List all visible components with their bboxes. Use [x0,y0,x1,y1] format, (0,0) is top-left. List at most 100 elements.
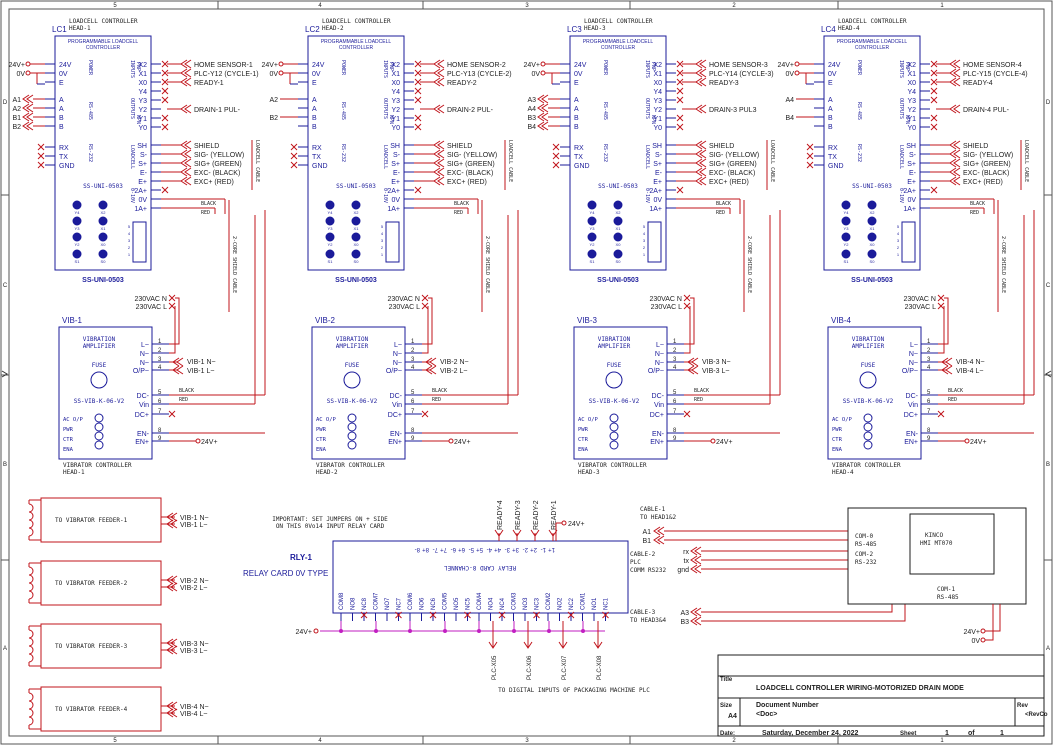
relay-name: RELAY CARD 0V TYPE [243,569,328,578]
no-connect-mark [937,410,945,418]
vibration-amplifier-2: VIB-2VIBRATIONAMPLIFIERFUSESS-VIB-K-06-V… [311,210,519,476]
no-connect-mark [806,152,814,160]
port-arrow [695,77,703,87]
relay-input: READY-1 [551,500,558,530]
led-label: S0 [616,259,622,264]
zone-number-bottom: 5 [113,738,117,744]
doc-value: <Doc> [756,711,777,718]
zone-number-top: 3 [525,3,529,9]
relay-supply: 24V+ [295,629,312,636]
relay-top-pin: 4+ [494,546,501,552]
port-arrow [687,357,695,367]
port-arrow [184,77,192,87]
pin-label: S- [393,152,401,159]
wire-color: BLACK [201,201,216,207]
vertical-label: POWER [87,60,93,76]
pin-number: 9 [927,436,931,442]
indicator-led [841,232,851,242]
x-stroke [161,78,169,86]
vibrator-output: VIB-3 N~ [702,359,731,366]
port-arrow [22,103,30,113]
relay-bottom-pin: NC8 [362,597,368,610]
rs485-label: A4 [785,97,794,104]
port-arrow [949,176,957,186]
indicator-led [867,200,877,210]
relay-bottom-pin: NC3 [535,597,541,610]
wire-color: RED [948,397,957,403]
port-arrow [22,112,30,122]
x-stroke [676,114,684,122]
vibrator-title: VIBRATION [852,336,885,343]
pin-label: EN+ [388,439,402,446]
zone-number-top: 1 [940,3,944,9]
port-arrow [699,158,707,168]
relay-bottom-pin: COM5 [443,592,449,610]
indicator-led [841,249,851,259]
led-label: S0 [870,259,876,264]
pin-label: SH [390,143,400,150]
port-arrow [699,104,707,114]
port-arrow [433,104,441,114]
dip-number: 3 [643,238,646,243]
pin-label: X2 [391,62,400,69]
pin-label: DC- [390,393,403,400]
relay-top-pin: 3+ [512,546,519,552]
port-arrow [166,512,174,522]
relay-bottom-pin: NO3 [523,597,529,610]
port-arrow [166,582,174,592]
led-label: Y3 [328,226,334,231]
x-stroke [421,302,429,310]
pin-label: O/P~ [133,368,149,375]
vibrator-title: VIBRATION [83,336,116,343]
rs485-label: A2 [269,97,278,104]
port-arrow [953,59,961,69]
fuse-icon [343,371,361,389]
pin-number: 5 [927,390,931,396]
supply-terminal [980,628,986,634]
port-arrow [953,68,961,78]
controller-id: LC1 [52,25,67,34]
pin-label: DC- [652,393,665,400]
size-label: Size [720,703,733,709]
port-arrow [941,365,949,375]
pin-label: Y1 [391,116,400,123]
led-label: X0 [354,242,360,247]
ac-wire [938,306,945,354]
hmi-screen [909,513,995,575]
input-signal: READY-1 [194,80,224,87]
relay-top-pin: 8+ [422,546,429,552]
x-stroke [533,611,540,619]
relay-input: READY-4 [497,500,504,530]
pin-label: SH [137,143,147,150]
vibrator-model: SS-VIB-K-06-V2 [74,398,125,405]
vertical-label: LOADCELL [382,145,388,169]
vibrator-head: HEAD-3 [578,469,600,476]
coil-turn [28,645,34,655]
vertical-label: POWER [340,60,346,76]
indicator-led [867,216,877,226]
port-arrow [653,535,661,545]
led-label: Y2 [590,242,596,247]
vertical-label: LOADCELL [898,145,904,169]
coil-turn [28,716,34,726]
vibrator-body [311,326,406,460]
x-stroke [414,96,422,104]
input-signal: HOME SENSOR-2 [447,62,506,69]
pin-label: S+ [138,161,147,168]
pin-label: S- [655,152,663,159]
vibration-amplifier-3: VIB-3VIBRATIONAMPLIFIERFUSESS-VIB-K-06-V… [573,210,781,476]
no-connect-mark [683,410,691,418]
vertical-label: NPN [904,115,910,124]
pin-label: Y3 [391,98,400,105]
led-label: X1 [870,226,876,231]
led-label: Y2 [844,242,850,247]
coil-turn [28,574,34,584]
led-label: X0 [101,242,107,247]
port-arrow [437,176,445,186]
pin-label: L~ [910,342,918,349]
relay-supply: 24V+ [568,521,585,528]
